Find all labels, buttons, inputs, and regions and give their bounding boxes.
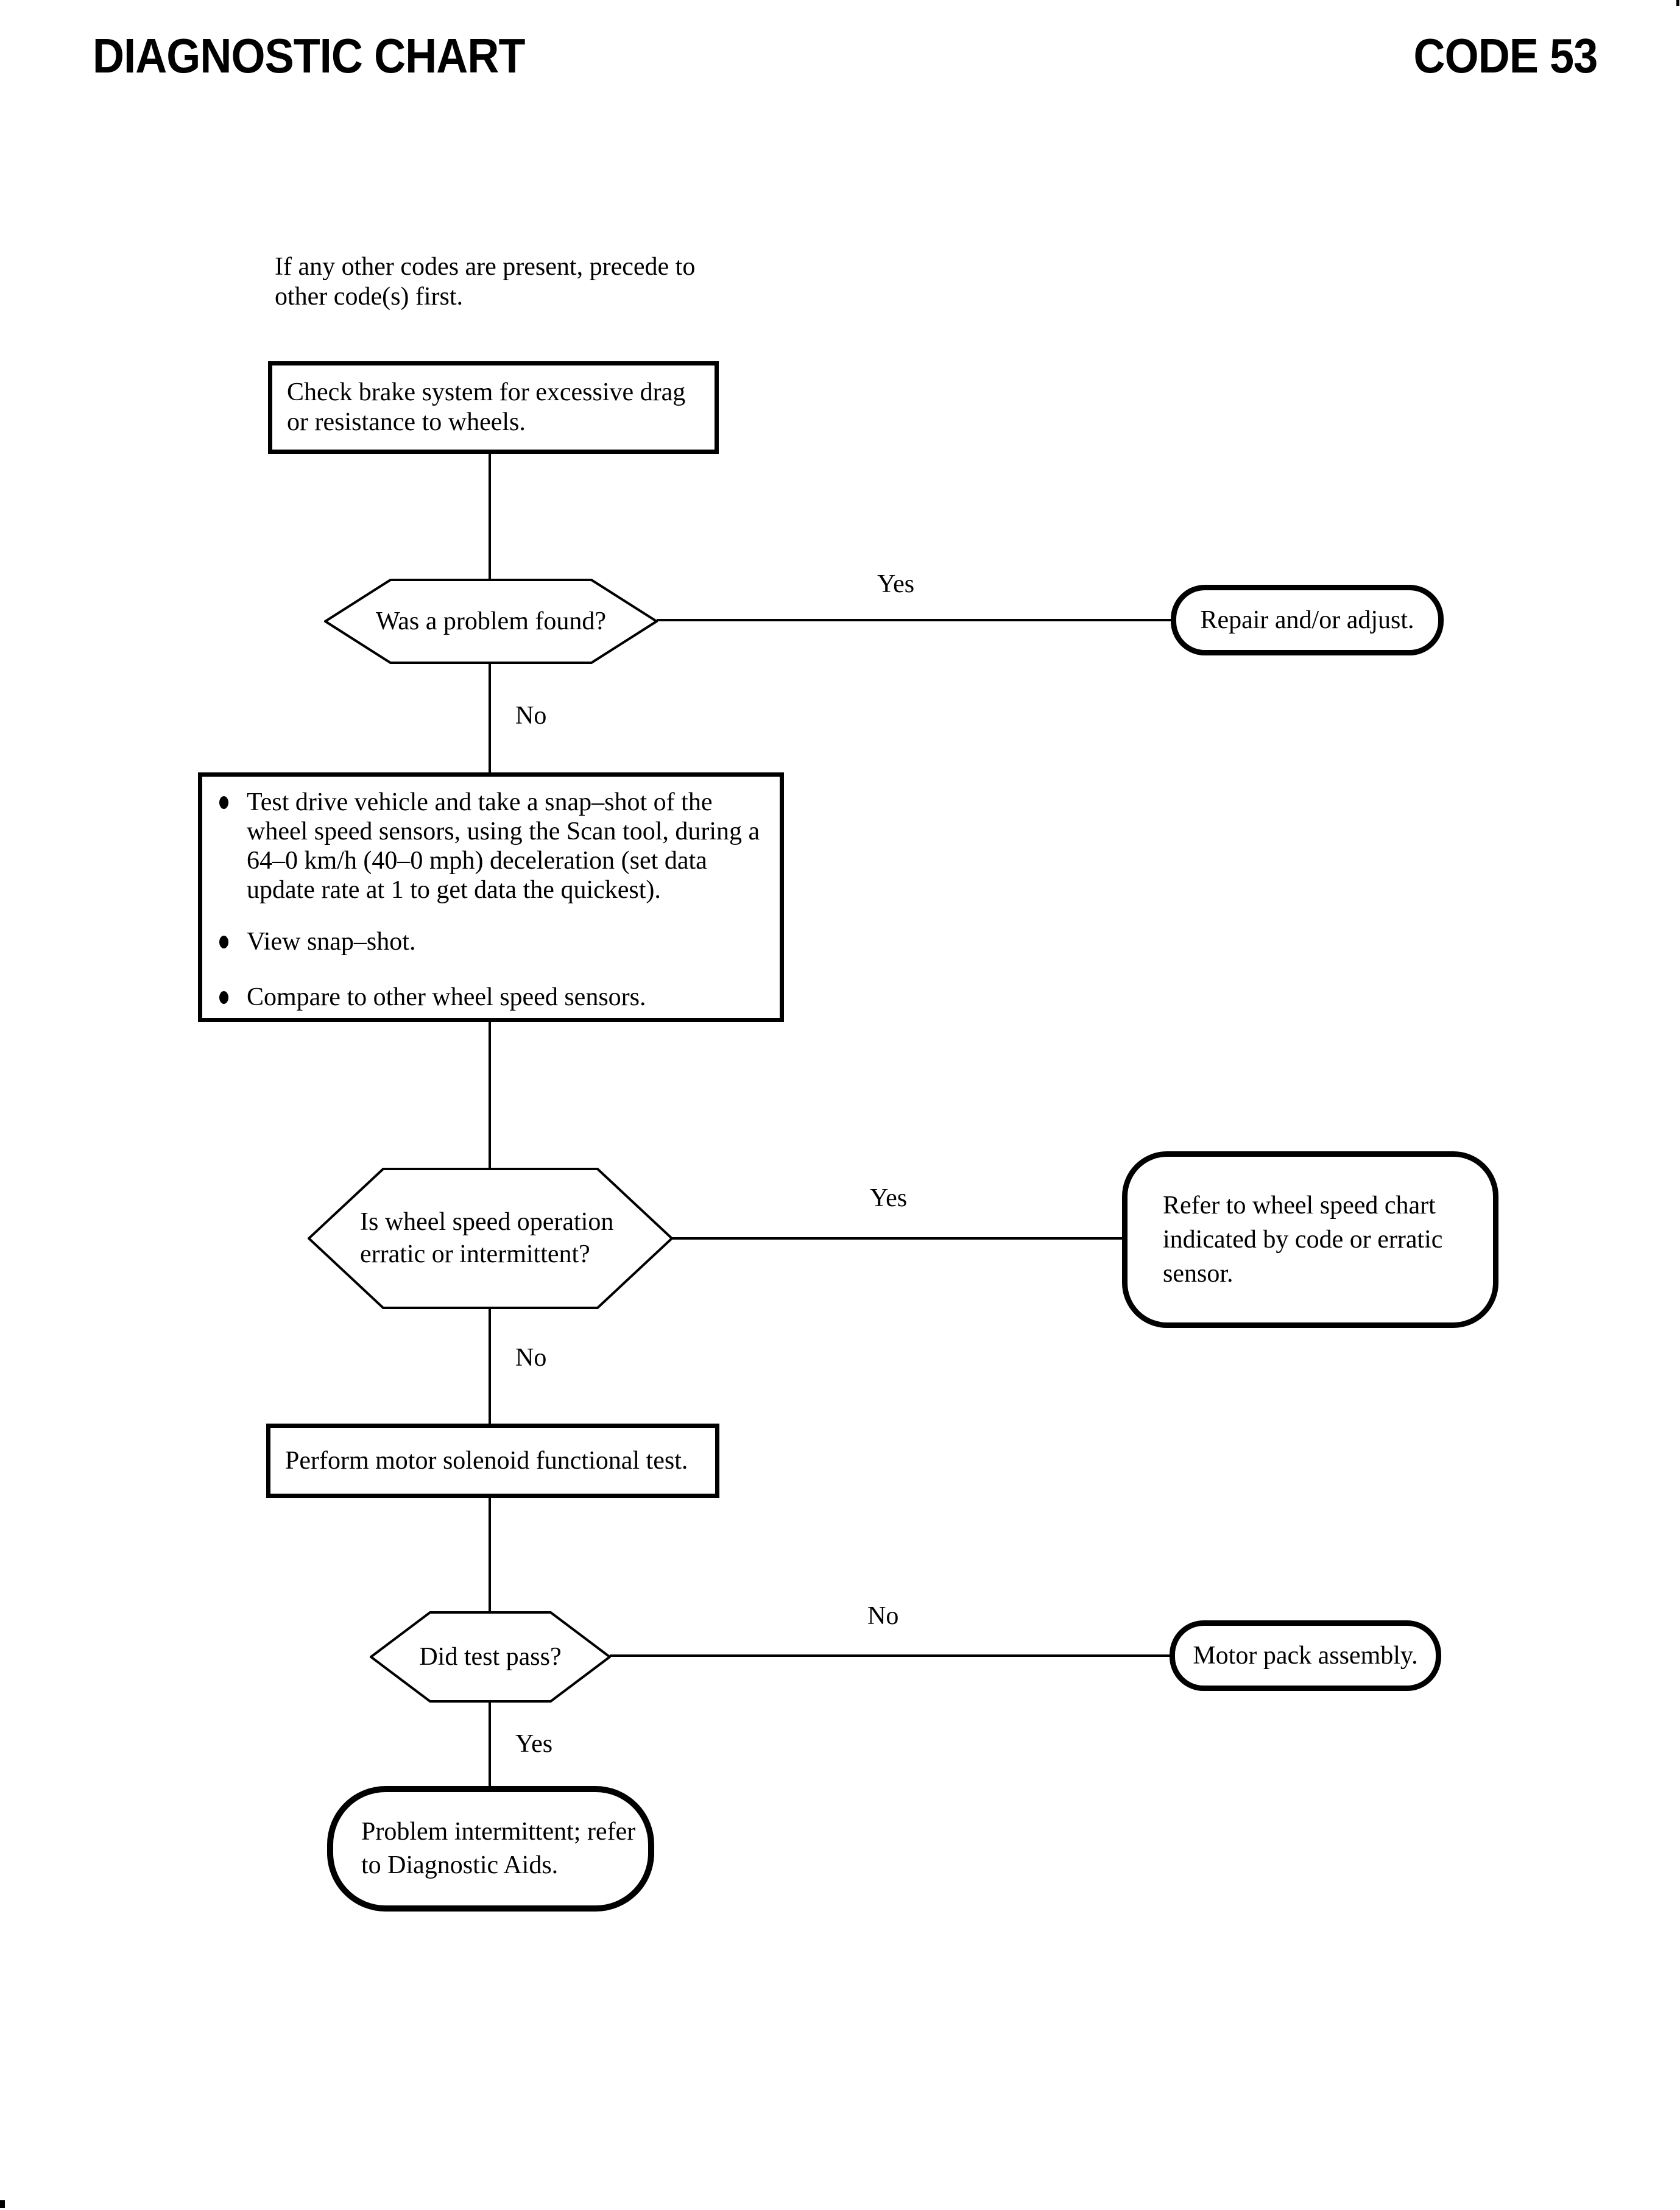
branch-label-yes-1: Yes xyxy=(877,570,915,598)
hexagon-shape xyxy=(370,1611,611,1703)
edge-line-didpass-no xyxy=(610,1654,1171,1657)
edge-line-problem-no xyxy=(489,663,491,774)
decision-erratic-text: Is wheel speed operation erratic or inte… xyxy=(360,1208,614,1268)
edge-line-testdrive-to-erratic xyxy=(489,1021,491,1169)
bullet-icon xyxy=(219,796,228,809)
branch-label-no-1: No xyxy=(515,702,547,730)
process-check-brakes-text: Check brake system for excessive drag or… xyxy=(287,378,686,436)
edge-line-problem-yes xyxy=(657,619,1173,621)
terminal-refer-chart-text: Refer to wheel speed chart indicated by … xyxy=(1163,1191,1443,1288)
decision-test-pass: Did test pass? xyxy=(370,1611,611,1703)
page-title: DIAGNOSTIC CHART xyxy=(93,29,525,83)
edge-line-didpass-yes xyxy=(489,1703,491,1787)
edge-line-erratic-yes xyxy=(672,1237,1123,1240)
bullet-icon xyxy=(219,936,228,948)
edge-line-erratic-no xyxy=(489,1308,491,1425)
decision-erratic: Is wheel speed operation erratic or inte… xyxy=(308,1168,673,1309)
scan-artifact-top-right xyxy=(1676,0,1679,6)
terminal-intermittent: Problem intermittent; refer to Diagnosti… xyxy=(327,1786,654,1912)
terminal-motor-pack-text: Motor pack assembly. xyxy=(1193,1641,1418,1670)
edge-line-perform-to-didpass xyxy=(489,1497,491,1614)
decision-problem-found: Was a problem found? xyxy=(324,579,658,664)
decision-test-pass-text: Did test pass? xyxy=(419,1642,562,1671)
branch-label-no-3: No xyxy=(867,1602,899,1630)
terminal-repair: Repair and/or adjust. xyxy=(1171,585,1444,655)
scan-artifact-bottom-left xyxy=(0,2200,5,2208)
branch-label-yes-2: Yes xyxy=(870,1184,908,1212)
branch-label-no-2: No xyxy=(515,1344,547,1372)
branch-label-yes-3: Yes xyxy=(515,1730,553,1758)
edge-line-check-to-problem xyxy=(489,454,491,581)
decision-problem-found-text: Was a problem found? xyxy=(376,607,606,635)
intro-note: If any other codes are present, precede … xyxy=(275,253,696,311)
process-test-drive: Test drive vehicle and take a snap–shot … xyxy=(198,772,784,1022)
hexagon-shape xyxy=(324,579,658,664)
terminal-motor-pack: Motor pack assembly. xyxy=(1170,1620,1441,1691)
terminal-refer-chart: Refer to wheel speed chart indicated by … xyxy=(1122,1151,1498,1328)
process-test-drive-bullet-2: View snap–shot. xyxy=(247,928,416,956)
process-check-brakes: Check brake system for excessive drag or… xyxy=(268,361,719,454)
terminal-repair-text: Repair and/or adjust. xyxy=(1200,605,1414,634)
process-perform-test-text: Perform motor solenoid functional test. xyxy=(285,1446,688,1475)
process-test-drive-bullet-1: Test drive vehicle and take a snap–shot … xyxy=(247,788,760,904)
terminal-intermittent-text: Problem intermittent; refer to Diagnosti… xyxy=(361,1818,636,1879)
process-perform-test: Perform motor solenoid functional test. xyxy=(266,1424,719,1498)
page-code: CODE 53 xyxy=(1413,29,1598,83)
bullet-icon xyxy=(219,991,228,1004)
process-test-drive-bullet-3: Compare to other wheel speed sensors. xyxy=(247,983,646,1011)
